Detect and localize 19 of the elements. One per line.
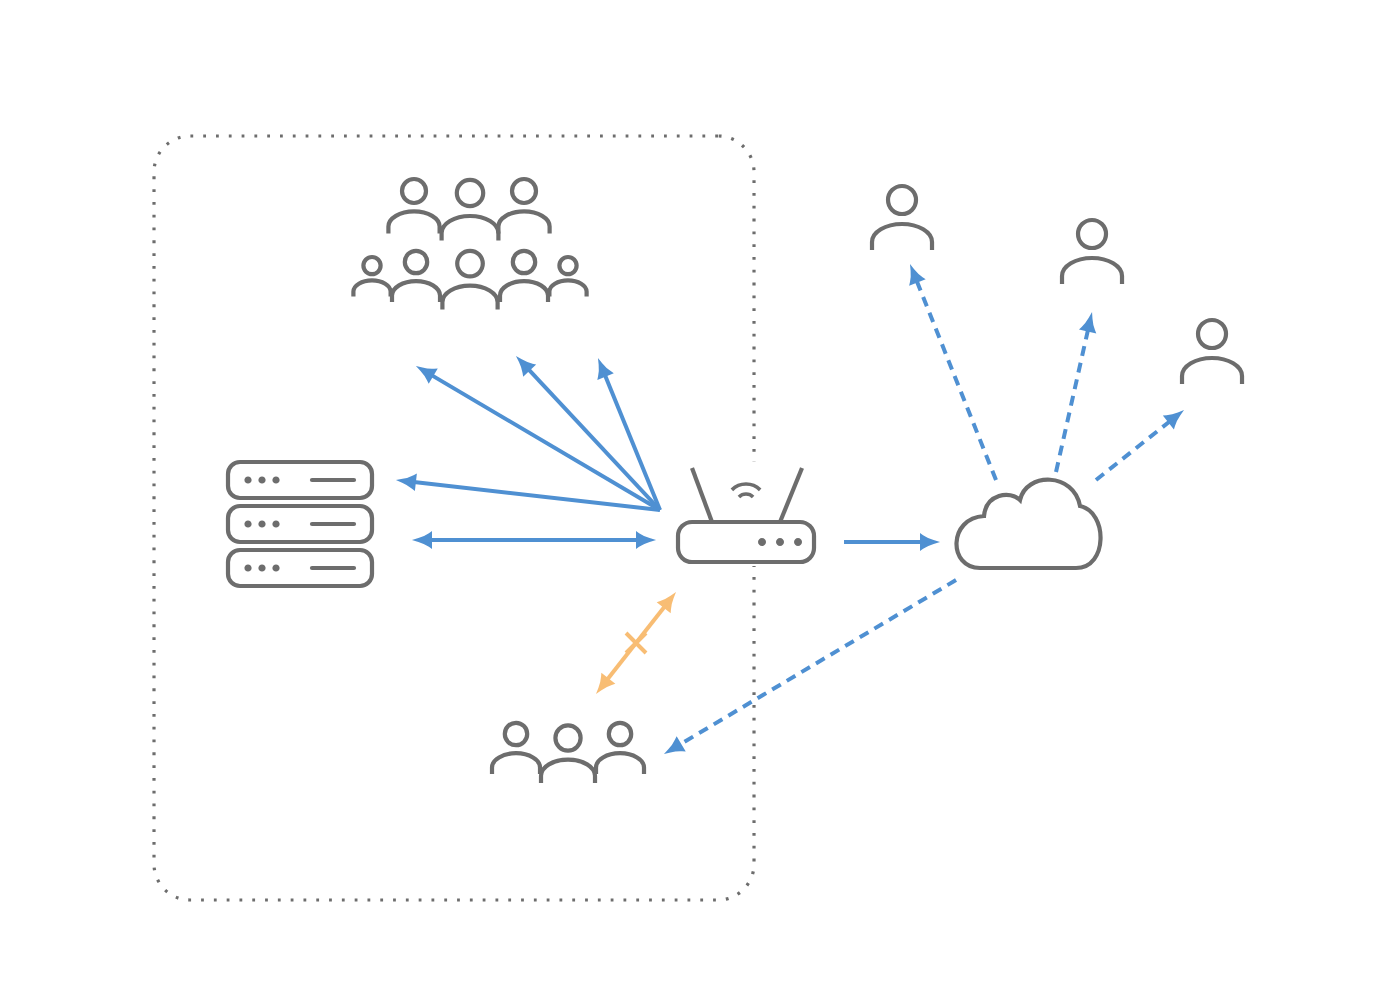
person-icon bbox=[1059, 217, 1125, 284]
person-icon bbox=[1179, 317, 1245, 384]
router-icon bbox=[674, 462, 818, 566]
server-icon bbox=[225, 459, 375, 589]
arrow bbox=[844, 534, 936, 550]
arrow bbox=[909, 268, 998, 481]
person-icon bbox=[869, 183, 935, 250]
people-group-icon bbox=[489, 720, 647, 783]
arrow bbox=[1054, 316, 1096, 473]
dotted-boundary bbox=[152, 134, 756, 902]
arrow bbox=[598, 362, 662, 511]
people-group-icon bbox=[351, 176, 589, 310]
arrow bbox=[668, 578, 958, 753]
arrow bbox=[1094, 412, 1181, 482]
arrow bbox=[400, 474, 661, 512]
arrow bbox=[598, 595, 674, 691]
arrow bbox=[518, 359, 662, 512]
arrow bbox=[416, 532, 652, 548]
cloud-icon bbox=[954, 477, 1103, 571]
